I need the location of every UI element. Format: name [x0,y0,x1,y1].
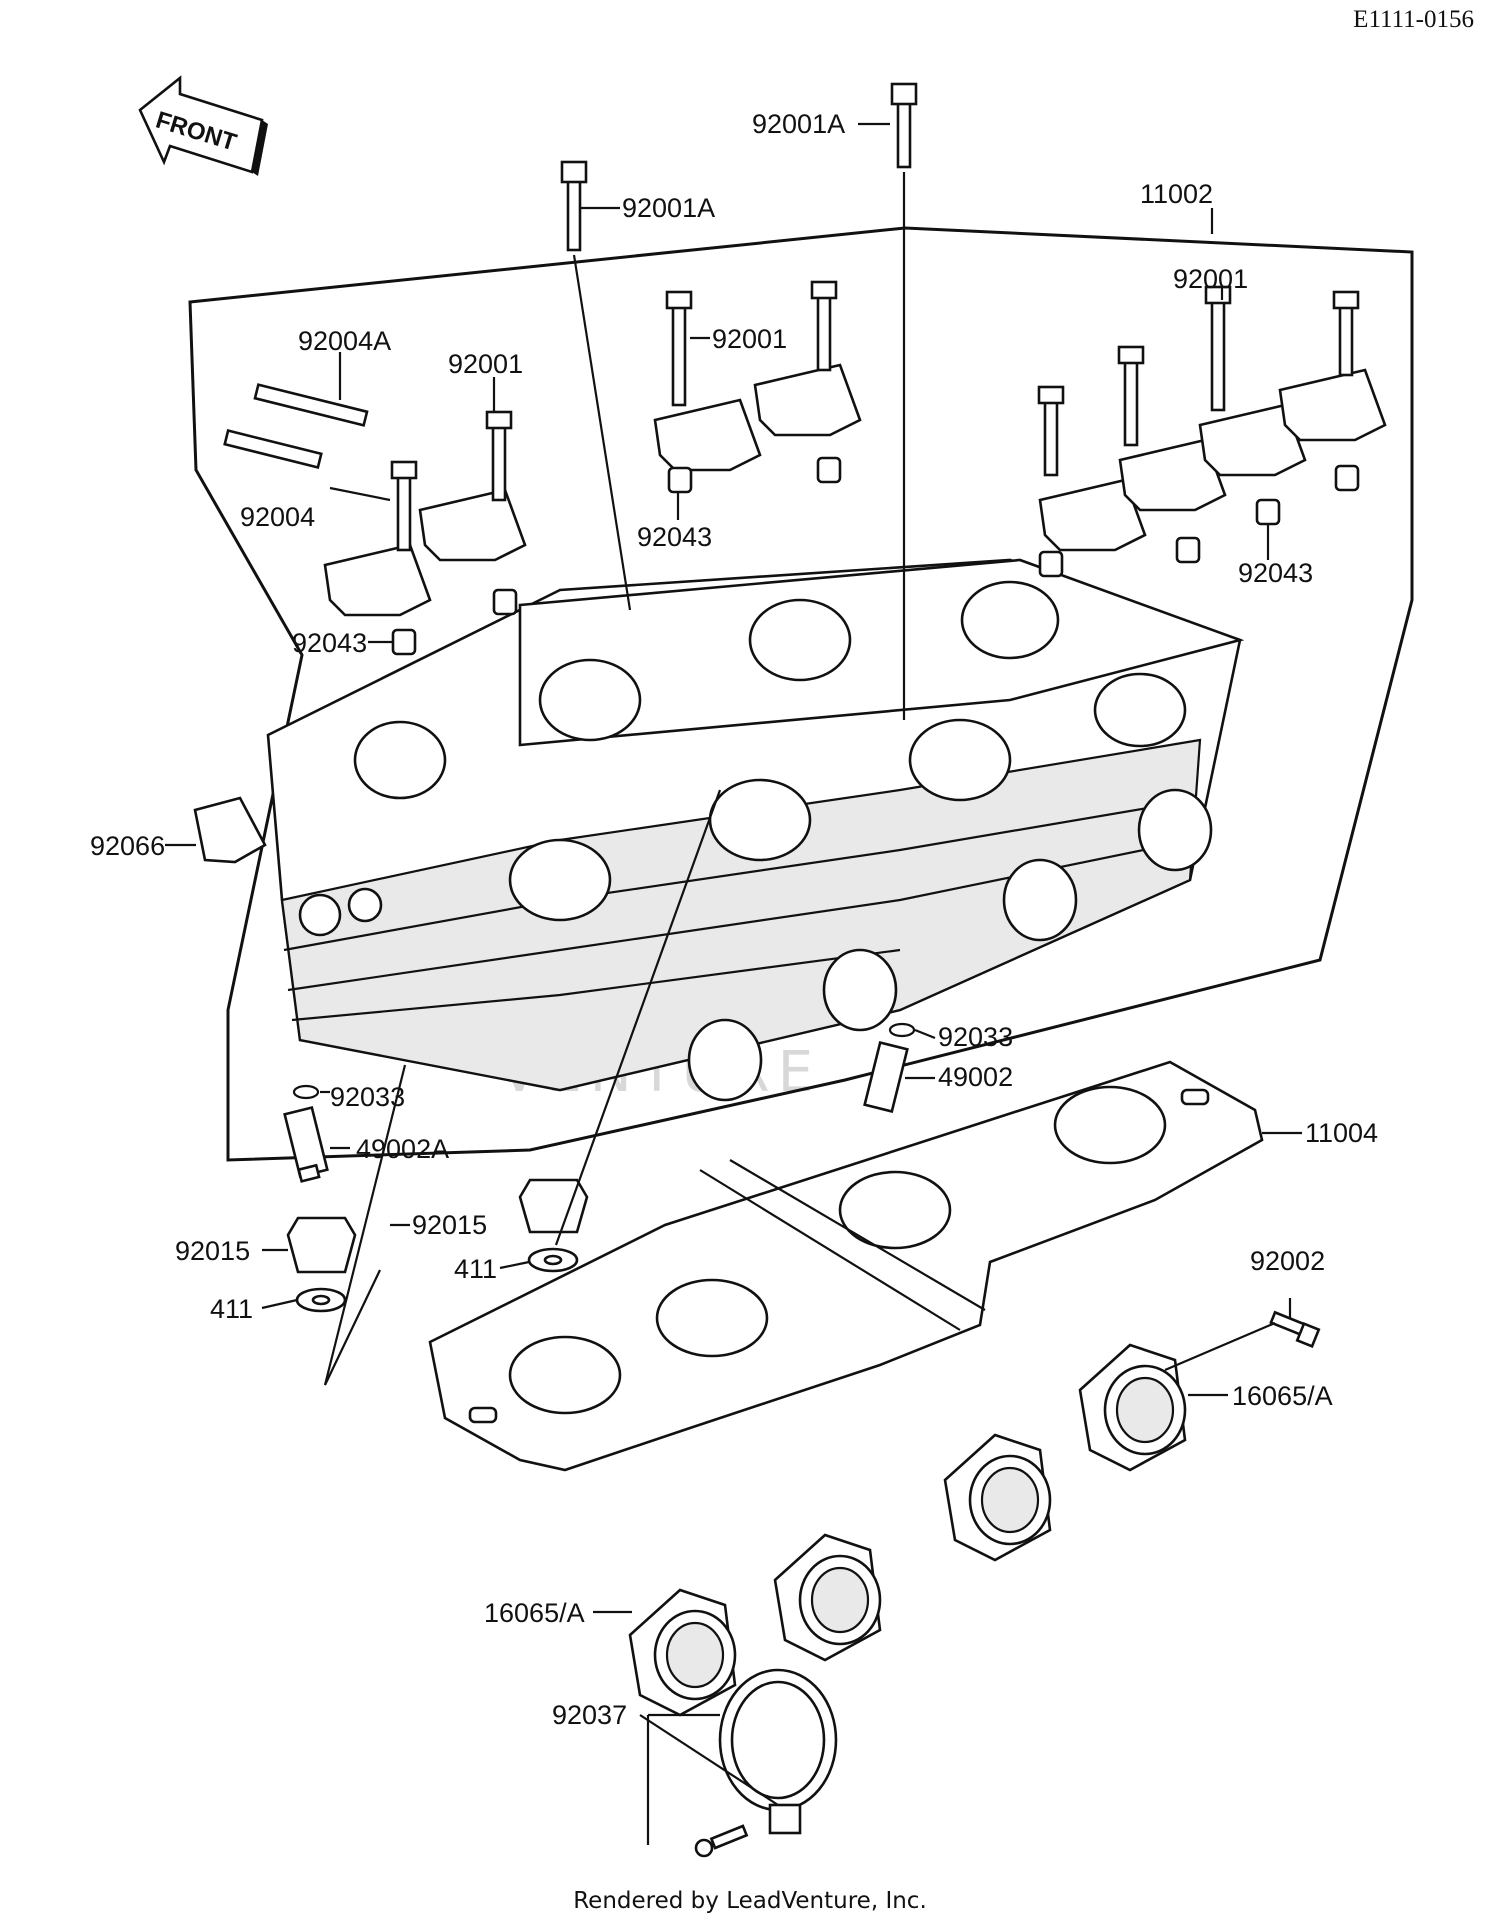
clamp-92037 [694,1668,838,1858]
cam-cap-5 [1037,385,1147,552]
cam-cap-1 [323,460,432,617]
cylinder-head [266,558,1245,1102]
callout-92001a-left: 92001A [622,193,715,223]
callout-92033-left: 92033 [330,1082,405,1112]
callout-92001-right: 92001 [1173,264,1248,294]
callout-49002a: 49002A [356,1134,449,1164]
callout-92002: 92002 [1250,1246,1325,1276]
part-callouts: 92001A 92001A 11002 92001 92004A 92001 9… [90,109,1378,1730]
dowel-pins [391,456,1360,656]
callout-92033-right: 92033 [938,1022,1013,1052]
callout-92015-center: 92015 [412,1210,487,1240]
cam-cap-7 [1198,285,1307,477]
head-gasket [428,1060,1264,1472]
nuts-and-washers [286,789,722,1386]
cam-cap-6 [1117,345,1227,512]
exhaust-ports [687,788,1213,1102]
callout-92043-left: 92043 [292,628,367,658]
callout-92001a-top: 92001A [752,109,845,139]
diagram-code: E1111-0156 [1353,6,1474,33]
leader-lines [165,122,1302,1845]
callout-92037: 92037 [552,1700,627,1730]
intake-holder-1 [1078,1343,1187,1472]
cam-cap-8 [1278,290,1387,442]
studs [223,383,369,469]
cam-cap-2 [418,410,527,562]
callout-16065a-right: 16065/A [1232,1381,1333,1411]
callout-92043-center: 92043 [637,522,712,552]
front-arrow: FRONT [138,75,268,176]
intake-holder-2 [943,1433,1052,1562]
bolt-92002 [1269,1310,1321,1349]
callout-92001-center: 92001 [712,324,787,354]
callout-92066: 92066 [90,831,165,861]
cam-cap-4 [753,280,862,437]
cam-cap-3 [653,290,762,472]
callout-11002: 11002 [1140,179,1213,209]
cam-journals [353,580,1187,922]
long-bolts [560,82,918,720]
intake-holders [628,1343,1187,1717]
footer-credit: Rendered by LeadVenture, Inc. [573,1888,927,1914]
callout-411-center: 411 [454,1254,497,1284]
callout-92001-left: 92001 [448,349,523,379]
callout-92004: 92004 [240,502,315,532]
callout-92004a: 92004A [298,326,391,356]
intake-holder-4 [628,1588,737,1717]
callout-16065a-left: 16065/A [484,1598,585,1628]
valve-guides [283,1022,916,1183]
callout-11004: 11004 [1305,1118,1378,1148]
cam-caps [323,280,1387,617]
callout-92043-right: 92043 [1238,558,1313,588]
callout-92015-left: 92015 [175,1236,250,1266]
plug-92066 [193,796,267,864]
head-group-outline [188,226,1414,1162]
callout-411-left: 411 [210,1294,253,1324]
intake-holder-3 [773,1533,882,1662]
callout-49002: 49002 [938,1062,1013,1092]
